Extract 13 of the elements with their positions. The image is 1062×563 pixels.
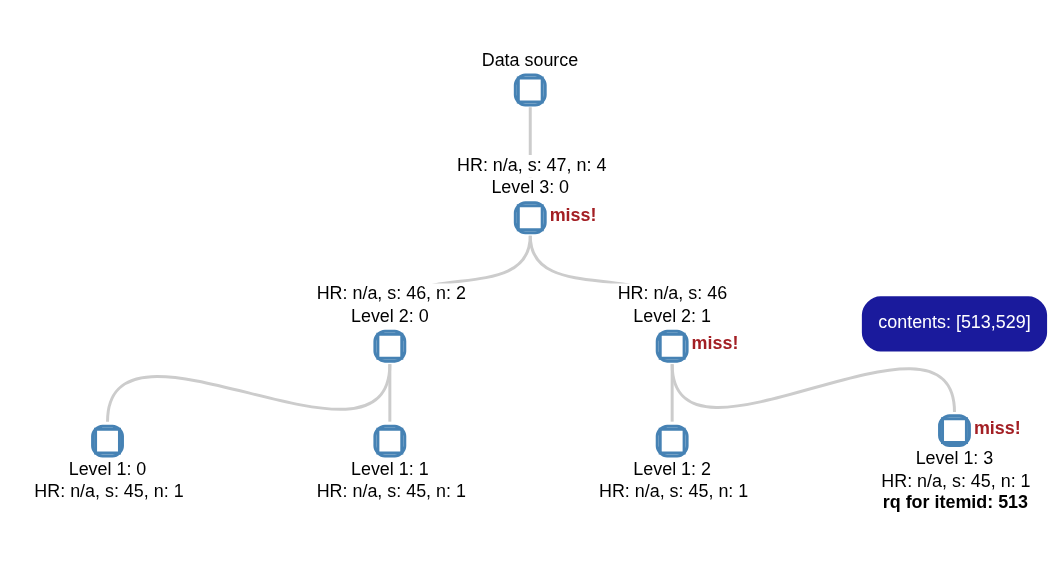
node-text: HR: n/a, s: 46 Level 2: 1 miss!	[617, 282, 739, 353]
node-label: Level 1: 3	[915, 447, 994, 468]
node-label: Level 1: 1	[351, 458, 429, 479]
node-text: HR: n/a, s: 46, n: 2 Level 2: 0	[316, 282, 466, 326]
node-label: Data source	[481, 49, 579, 70]
node-label: HR: n/a, s: 45, n: 1	[34, 480, 184, 501]
node-label: HR: n/a, s: 45, n: 1	[316, 480, 466, 501]
node-label: rq for itemid: 513	[882, 491, 1029, 512]
node-label: Level 1: 0	[68, 458, 147, 479]
node-label: miss!	[973, 417, 1021, 438]
node-label: HR: n/a, s: 45, n: 1	[881, 470, 1031, 491]
node-label: Level 1: 2	[633, 458, 711, 479]
node-label: HR: n/a, s: 45, n: 1	[598, 480, 749, 501]
